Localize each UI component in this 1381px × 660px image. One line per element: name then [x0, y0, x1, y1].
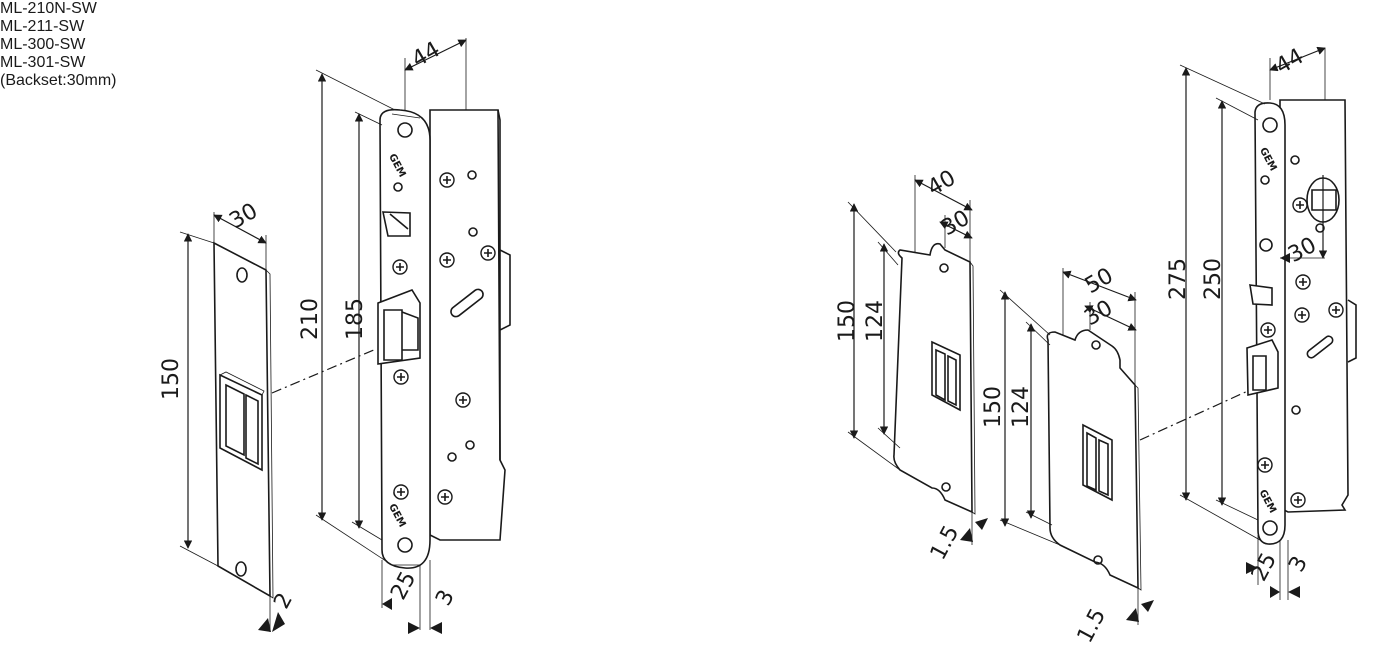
dim-right-lock-backset: 25	[1247, 549, 1282, 585]
dim-strike-b-inner-width: 30	[1080, 296, 1117, 332]
dim-strike-height: 150	[159, 358, 184, 400]
dim-right-lock-overall-height: 275	[1166, 258, 1191, 300]
left-strike-dimensions: 30 150 2	[159, 199, 298, 632]
dim-strike-b-thickness: 1.5	[1073, 605, 1112, 648]
left-centerline	[271, 348, 377, 394]
right-lock-body: GEM GEM	[1246, 99, 1357, 545]
dim-lock-faceplate: 3	[431, 586, 460, 610]
dim-right-lock-faceplate: 3	[1284, 552, 1313, 576]
right-centerline	[1139, 389, 1251, 441]
dim-strike-a-height: 150	[835, 300, 860, 342]
dim-lock-case-height: 185	[343, 298, 368, 340]
dim-lock-overall-height: 210	[298, 298, 323, 340]
dim-lock-depth: 44	[408, 37, 445, 73]
right-strike-plate-a	[893, 242, 976, 515]
dim-right-lock-depth: 44	[1272, 44, 1309, 80]
dim-strike-a-width: 40	[923, 166, 960, 202]
title-line: (Backset:30mm)	[0, 72, 117, 89]
title-line: ML-210N-SW	[0, 0, 97, 17]
dim-strike-thickness: 2	[269, 589, 298, 613]
title-line: ML-301-SW	[0, 54, 86, 71]
dim-strike-b-width: 50	[1081, 263, 1118, 299]
title-left: ML-210N-SW ML-211-SW	[0, 0, 1381, 36]
title-right: ML-300-SW ML-301-SW (Backset:30mm)	[0, 36, 1381, 90]
left-strike-plate	[213, 241, 274, 599]
dim-right-lock-case-height: 250	[1201, 258, 1226, 300]
dim-strike-a-inner-height: 124	[863, 300, 888, 342]
dim-strike-a-thickness: 1.5	[926, 522, 965, 565]
dim-strike-width: 30	[225, 199, 262, 235]
dim-strike-b-inner-height: 124	[1009, 386, 1034, 428]
left-lock-body: GEM GEM	[377, 108, 511, 569]
dim-strike-b-height: 150	[981, 386, 1006, 428]
right-strike-plate-b	[1046, 329, 1142, 591]
title-line: ML-300-SW	[0, 36, 86, 53]
title-line: ML-211-SW	[0, 18, 85, 35]
